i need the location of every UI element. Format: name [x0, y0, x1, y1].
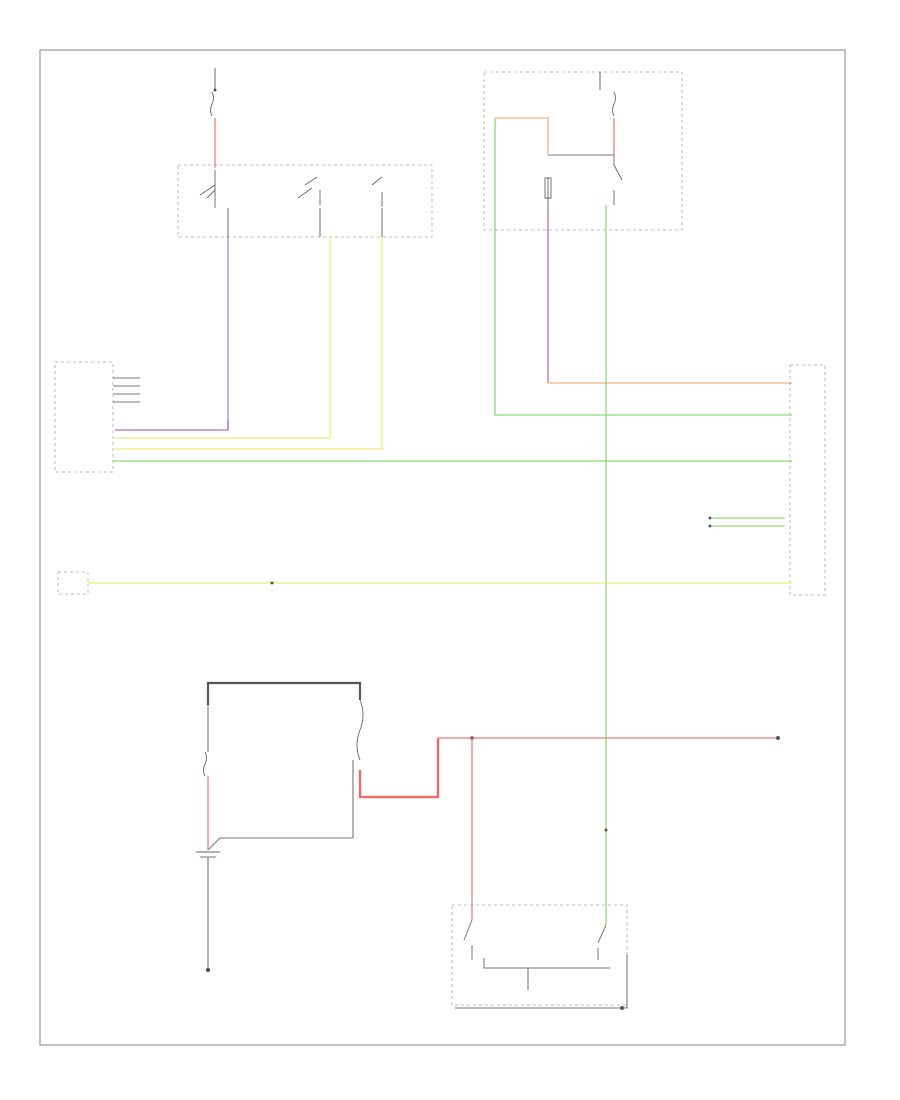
starter-motor [451, 904, 628, 1010]
diagram-frame [39, 49, 846, 1046]
fusible-link-connector [358, 738, 440, 799]
fuse-top-left [210, 68, 217, 168]
relay-box [483, 71, 683, 231]
engine-control-module [789, 364, 826, 596]
ignition-switch [177, 164, 433, 238]
central-module [54, 361, 140, 473]
transmission-range-sensor [57, 571, 792, 595]
battery [196, 851, 220, 973]
theft-deterrent [708, 516, 785, 528]
fusible-link [203, 705, 209, 850]
